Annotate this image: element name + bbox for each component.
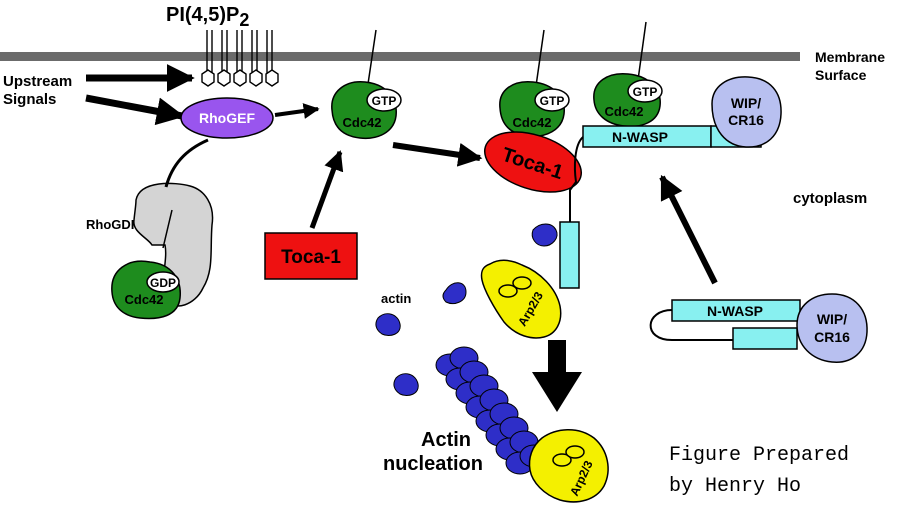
nwasp-label-upper: N-WASP (612, 129, 668, 145)
cdc42-gdp-label: Cdc42 (124, 292, 163, 307)
nwasp-bar-lower-2 (732, 327, 798, 350)
cdc42-anchor-3 (637, 21, 647, 81)
credit-line-1: Figure Prepared (669, 444, 849, 467)
actin-monomer-4 (393, 373, 419, 397)
nwasp-label-lower: N-WASP (707, 303, 763, 319)
upstream-label-1: Upstream (3, 73, 72, 90)
credit-line-2: by Henry Ho (669, 475, 801, 498)
nucleation-arrow (532, 340, 582, 412)
nucleation-label-2: nucleation (383, 453, 483, 475)
wip-label-lower-1: WIP/ (817, 311, 847, 327)
pip2-label: PI(4,5)P2 (166, 4, 249, 30)
nwasp-lower-loop (649, 309, 733, 341)
gtp-label-3: GTP (633, 85, 658, 99)
nucleation-label-1: Actin (421, 429, 471, 451)
toca1-to-cdc42-arrow (309, 150, 344, 229)
rhogef-tail (164, 138, 209, 188)
actin-monomer-2 (442, 282, 467, 305)
arp23-upper-inner-1 (498, 284, 518, 298)
gdp-ellipse (146, 271, 180, 293)
cdc42-anchor-1 (367, 29, 377, 85)
rhogef-to-cdc42-arrow (274, 103, 320, 119)
rhogdi-shape (133, 182, 214, 307)
gtp-ellipse-3 (627, 79, 663, 103)
wip-blob-lower (796, 293, 868, 363)
cdc42-label-3: Cdc42 (604, 104, 643, 119)
rhogef-ellipse (180, 97, 274, 139)
membrane-label-2: Surface (815, 67, 867, 83)
actin-filament (435, 346, 549, 475)
arp23-upper (480, 259, 562, 339)
rhogdi-cleft (162, 209, 173, 249)
pip2-lipids (201, 30, 279, 87)
gtp-ellipse-2 (534, 88, 570, 112)
nwasp-linker (569, 136, 584, 222)
wip-label-upper-2: CR16 (728, 112, 764, 128)
rhogef-label: RhoGEF (199, 110, 255, 126)
arp23-lower-inner-1 (552, 453, 572, 467)
actin-monomer-3 (375, 313, 401, 337)
arp23-upper-inner-2 (512, 276, 532, 290)
cdc42-anchor-2 (535, 29, 545, 87)
gtp-ellipse-1 (366, 88, 402, 112)
membrane-label-1: Membrane (815, 49, 885, 65)
cdc42-label-1: Cdc42 (342, 115, 381, 130)
cdc42-to-complex-arrow (392, 142, 483, 167)
wip-label-lower-2: CR16 (814, 329, 850, 345)
wip-blob-upper (711, 76, 782, 148)
toca1-bound-ellipse (483, 131, 583, 193)
actin-monomer-1 (531, 223, 558, 247)
cytoplasm-label: cytoplasm (793, 190, 867, 207)
toca1-box-label: Toca-1 (281, 247, 341, 268)
upstream-label-2: Signals (3, 91, 56, 108)
gtp-label-2: GTP (540, 94, 565, 108)
gtp-label-1: GTP (372, 94, 397, 108)
arp23-lower-inner-2 (565, 445, 585, 459)
upstream-arrow-2 (85, 94, 185, 126)
arp23-lower (528, 429, 609, 503)
wip-label-upper-1: WIP/ (731, 95, 761, 111)
gdp-label: GDP (150, 276, 176, 290)
rhogdi-label: RhoGDI (86, 217, 134, 232)
membrane-bar (0, 52, 800, 61)
activation-arrow (659, 174, 718, 285)
cdc42-label-2: Cdc42 (512, 115, 551, 130)
toca1-box (264, 232, 358, 280)
nwasp-vca-bar (559, 221, 580, 289)
actin-label: actin (381, 291, 411, 306)
